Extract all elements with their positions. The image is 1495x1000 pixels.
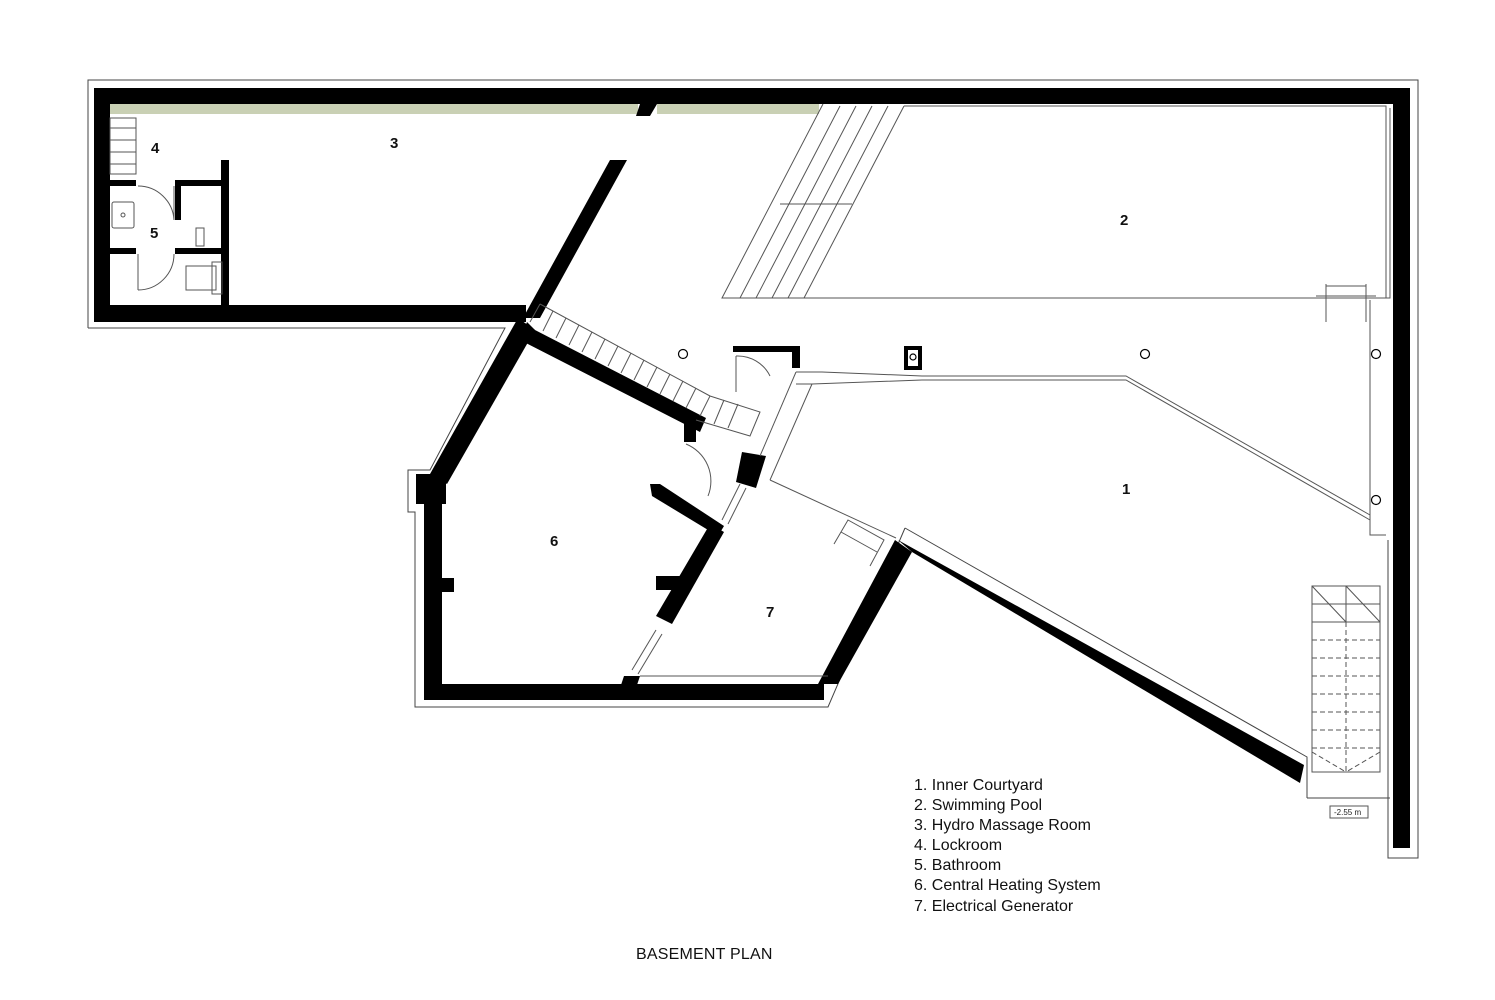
columns	[677, 348, 1382, 506]
room-number-5: 5	[150, 225, 158, 242]
legend-item: 2. Swimming Pool	[914, 797, 1043, 815]
site-outline	[87, 79, 1419, 859]
room-number-3: 3	[390, 135, 398, 152]
legend-item: 5. Bathroom	[914, 857, 1002, 875]
room-legend: 1. Inner Courtyard 2. Swimming Pool 3. H…	[914, 776, 1101, 917]
skylight-glazing	[110, 104, 819, 114]
legend-item: 1. Inner Courtyard	[914, 777, 1043, 794]
room-number-2: 2	[1120, 212, 1128, 229]
legend-item: 3. Hydro Massage Room	[914, 817, 1091, 835]
structural-walls	[94, 88, 1410, 848]
level-mark: -2.55 m	[1334, 808, 1361, 817]
room-labels: 1 2 3 4 5 6 7	[150, 135, 1130, 621]
room-number-7: 7	[766, 604, 774, 621]
interior-lines	[109, 103, 1391, 819]
legend-item: 7. Electrical Generator	[914, 897, 1074, 915]
legend-item: 4. Lockroom	[914, 837, 1003, 855]
plan-title: BASEMENT PLAN	[636, 946, 773, 963]
room-number-4: 4	[151, 140, 160, 157]
room-number-1: 1	[1122, 481, 1130, 498]
legend-item: 6. Central Heating System	[914, 877, 1101, 895]
room-number-6: 6	[550, 533, 558, 550]
